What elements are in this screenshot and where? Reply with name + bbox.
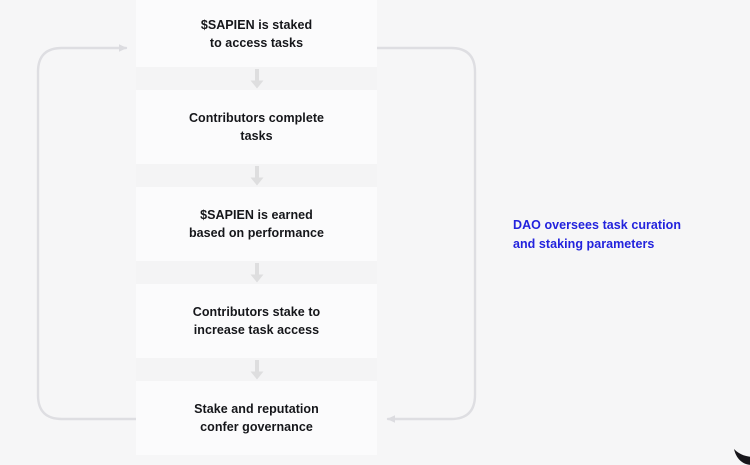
connector-step-2-to-3 [136,164,377,188]
flow-step-1-label: $SAPIEN is staked to access tasks [200,17,313,50]
right-loop-path [375,46,477,423]
flow-step-5[interactable]: Stake and reputation confer governance [136,381,377,456]
flow-step-2[interactable]: Contributors complete tasks [136,90,377,165]
dao-governance-note: DAO oversees task curation and staking p… [513,218,682,251]
arrow-down-icon [250,359,263,380]
brand-logo-partial-icon [712,425,750,465]
flow-step-1[interactable]: $SAPIEN is staked to access tasks [136,0,377,68]
flow-step-3[interactable]: $SAPIEN is earned based on performance [136,187,377,262]
flow-step-4-label: Contributors stake to increase task acce… [192,305,321,338]
flow-step-2-label: Contributors complete tasks [188,111,325,144]
connector-step-4-to-5 [136,358,377,382]
connector-step-3-to-4 [136,261,377,285]
flow-column: $SAPIEN is staked to access tasks Contri… [136,0,377,456]
left-loop-path [36,44,138,421]
arrow-down-icon [250,165,263,186]
connector-step-1-to-2 [136,67,377,91]
flow-step-4[interactable]: Contributors stake to increase task acce… [136,284,377,359]
arrow-down-icon [250,262,263,283]
arrow-down-icon [250,68,263,89]
flow-step-5-label: Stake and reputation confer governance [194,401,319,435]
diagram-canvas: $SAPIEN is staked to access tasks Contri… [36,0,750,465]
flow-step-3-label: $SAPIEN is earned based on performance [188,208,325,241]
